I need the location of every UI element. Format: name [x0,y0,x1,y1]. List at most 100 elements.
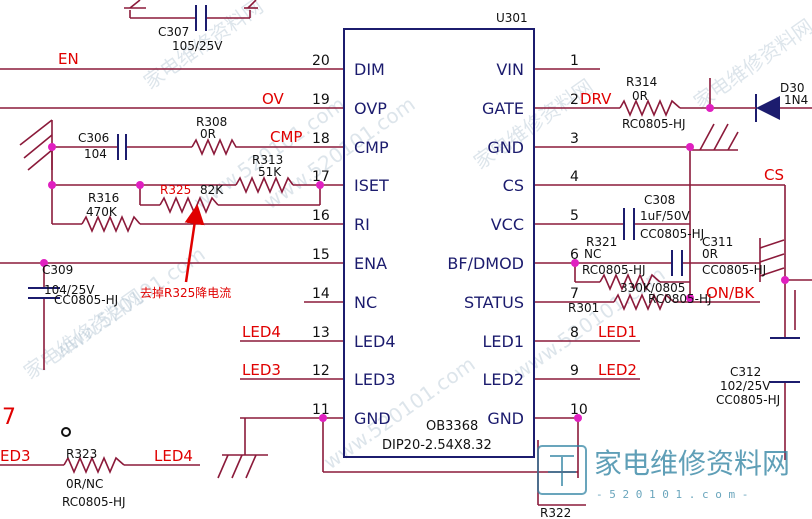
r322-ref: R322 [540,506,571,519]
ic-pin-name: ISET [354,176,389,195]
ic-pin-number: 19 [312,92,330,108]
diode-d30 [738,94,812,122]
r323-pkg: RC0805-HJ [62,495,126,509]
r301-pkg: RC0805-HJ [648,292,712,306]
r325-value: 82K [200,183,224,197]
ic-pin-number: 8 [570,325,579,341]
r321-pkg: RC0805-HJ [582,263,646,277]
net-partial-7: 7 [2,405,16,430]
ic-pin-number: 14 [312,286,330,302]
capacitor-c312 [770,337,800,383]
net-led2: LED2 [598,361,637,379]
ground-icon [217,454,268,479]
brand-logo-text: 家电维修资料网 [594,447,790,480]
capacitor-c307 [195,5,207,31]
junction-dot [319,414,327,422]
r325-ref: R325 [160,183,191,197]
ic-pin-number: 18 [312,131,330,147]
ic-pin-number: 6 [570,247,579,263]
ic-pin-number: 1 [570,53,579,69]
capacitor-c311 [671,250,683,276]
r314-ref: R314 [626,75,657,89]
r308-value: 0R [200,127,216,141]
capacitor-c309 [28,287,60,299]
resistor-r321 [599,272,661,292]
wire-layer [0,10,812,506]
net-cmp: CMP [270,128,302,146]
r323-value: 0R/NC [66,477,103,491]
c311-value: 0R [702,247,718,261]
ground-icon [19,119,53,171]
ic-pin-number: 12 [312,363,330,379]
ic-pin-number: 2 [570,92,579,108]
capacitor-layer [28,5,800,383]
ic-pin-name: LED1 [482,332,524,351]
r313-ref: R313 [252,153,283,167]
c312-pkg: CC0805-HJ [716,393,780,407]
ic-pin-name: LED2 [482,370,524,389]
resistor-r308 [191,137,240,157]
ic-pin-name: GATE [482,99,524,118]
ground-icon [124,0,258,9]
net-cs: CS [764,166,784,184]
ic-pin-number: 3 [570,131,579,147]
r321-value: NC [584,247,601,261]
junction-dot [48,143,56,151]
ic-pin-name: GND [354,409,391,428]
resistor-r301 [613,292,675,312]
r301-value: 330K/0805 [620,281,685,295]
resistor-r316 [81,214,141,234]
junction-dot [574,414,582,422]
junction-dot [781,276,789,284]
net-drv: DRV [580,90,612,108]
r321-ref: R321 [586,235,617,249]
ic-pin-number: 13 [312,325,330,341]
c308-ref: C308 [644,193,675,207]
brand-badge-icon [537,445,587,495]
ic-pin-name: DIM [354,60,385,79]
ic-ref: U301 [496,11,528,25]
r308-ref: R308 [196,115,227,129]
ic-pin-number: 9 [570,363,579,379]
ic-pin-name: RI [354,215,370,234]
resistor-r325 [159,195,219,215]
net-led3-left: ED3 [0,447,31,465]
junction-dot [686,294,694,302]
r314-pkg: RC0805-HJ [622,117,686,131]
ic-pin-name: STATUS [464,293,524,312]
net-led1: LED1 [598,323,637,341]
c312-value: 102/25V [720,379,771,393]
c312-ref: C312 [730,365,761,379]
net-led4-bottom: LED4 [154,447,193,465]
net-on-bk: ON/BK [706,284,755,302]
resistor-r313 [235,175,294,195]
c309-pkg: CC0805-HJ [54,293,118,307]
junction-dot [686,143,694,151]
ic-package: DIP20-2.54X8.32 [382,438,492,453]
ic-pin-number: 5 [570,208,579,224]
c307-value: 105/25V [172,39,223,53]
ic-pin-name: LED4 [354,332,396,351]
d30-ref: D30 [780,81,805,95]
ground-icon [690,123,739,151]
c309-ref: C309 [42,263,73,277]
brand-url: - 5 2 0 1 0 1 . c o m - [596,488,748,501]
r316-value: 470K [86,205,118,219]
ic-part: OB3368 [426,419,478,434]
r301-ref: R301 [568,301,599,315]
test-point-icon [61,427,71,437]
junction-dot [706,104,714,112]
ic-pin-name: NC [354,293,377,312]
ic-pin-name: OVP [354,99,387,118]
c306-ref: C306 [78,131,109,145]
junction-dots [40,104,789,422]
c311-ref: C311 [702,235,733,249]
ic-pin-number: 4 [570,169,579,185]
r314-value: 0R [632,89,648,103]
net-labels: EN OV CMP DRV CS ON/BK LED1 LED2 LED4 LE… [0,50,784,465]
d30-value: 1N4 [784,93,808,107]
junction-dot [136,181,144,189]
net-en: EN [58,50,79,68]
